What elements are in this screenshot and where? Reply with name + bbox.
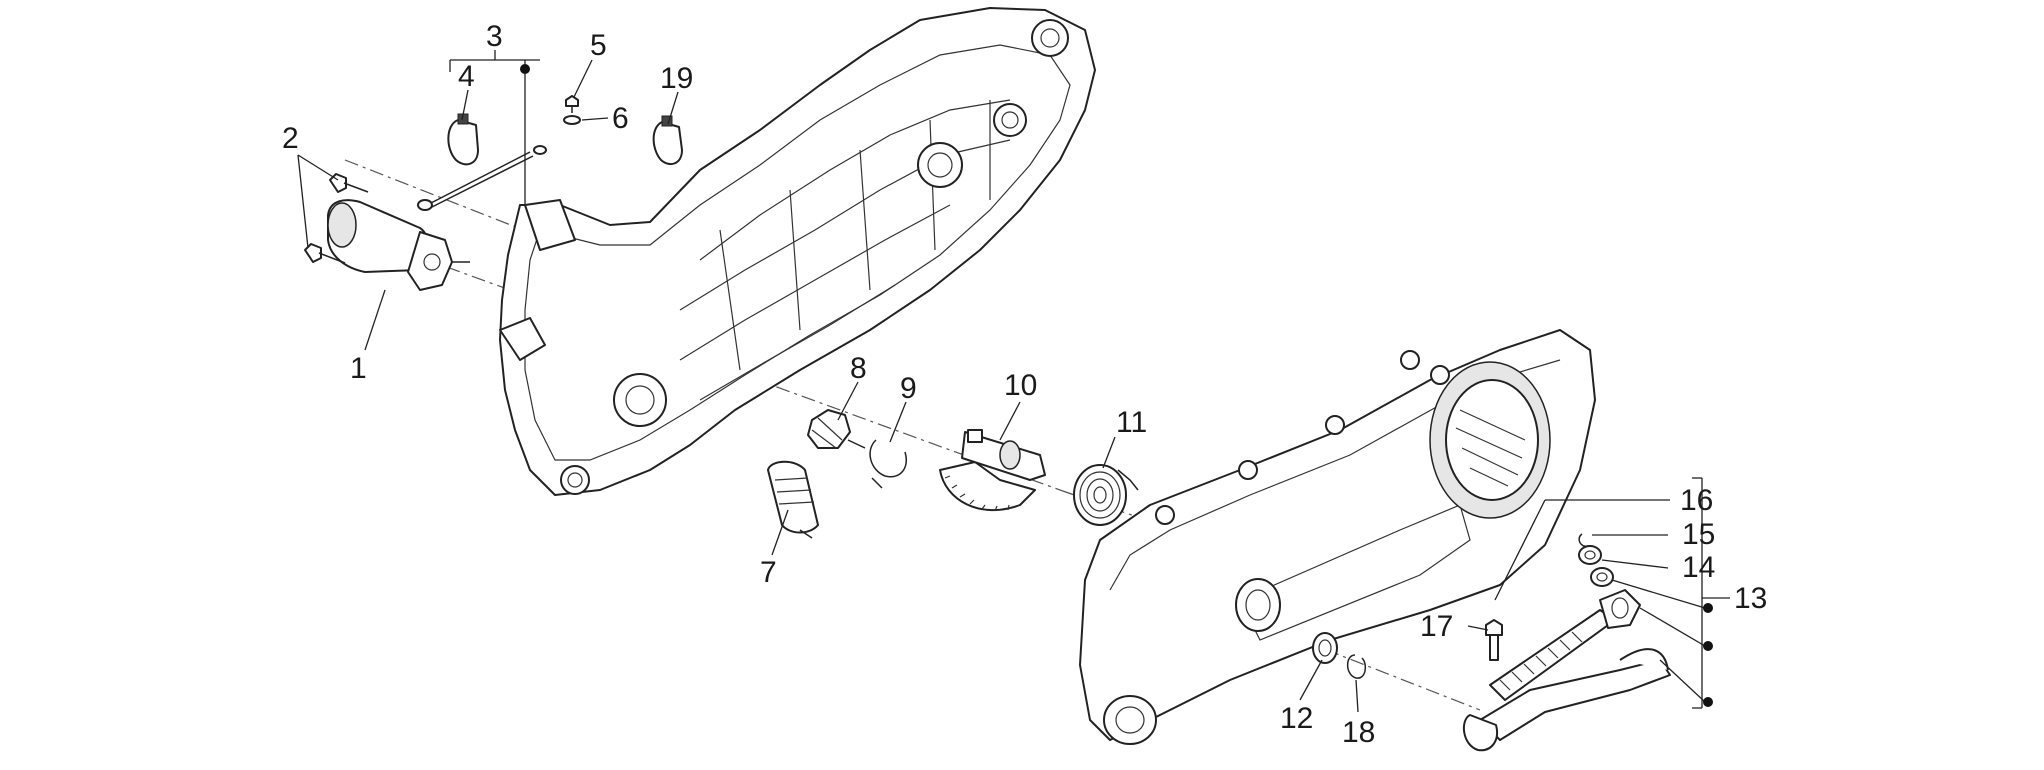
callout-11: 11 [1116,406,1147,439]
bullet-dots [520,64,1713,707]
screw-washer [563,95,581,125]
callout-19: 19 [660,62,693,95]
callout-18: 18 [1342,716,1375,749]
cover-bolt [1485,619,1503,661]
callout-10: 10 [1004,369,1037,402]
starter-bolts [304,173,369,264]
callout-12: 12 [1280,702,1313,735]
callout-3: 3 [486,20,503,53]
callout-17: 17 [1420,610,1453,643]
circlip-18 [1346,654,1367,679]
starter-pinion [767,460,819,539]
callout-5: 5 [590,29,607,62]
kick-sector [939,429,1046,512]
callout-1: 1 [350,352,367,385]
crankcase [499,7,1096,496]
callout-14: 14 [1682,551,1715,584]
starter-cable [417,145,547,211]
return-spring [1073,464,1139,526]
washer-12 [1312,632,1338,664]
callout-8: 8 [850,352,867,385]
callout-2: 2 [282,122,299,155]
drive-gear [807,409,866,449]
washer-14 [1578,545,1614,587]
callout-labels: 1 2 3 4 5 6 7 8 9 10 11 12 13 14 15 16 1… [282,20,1767,749]
callout-4: 4 [458,60,475,93]
cable-clamp-19 [652,115,683,166]
kick-lever [1462,589,1671,752]
cable-clamp [447,113,479,166]
callout-15: 15 [1682,518,1715,551]
leader-lines [297,50,1730,713]
spring-clip [869,439,907,489]
callout-7: 7 [760,556,777,589]
callout-6: 6 [612,102,629,135]
starter-motor [327,199,470,291]
clip-15 [1578,533,1589,547]
transmission-cover [1079,329,1596,745]
callout-16: 16 [1680,484,1713,517]
callout-13: 13 [1734,582,1767,615]
callout-9: 9 [900,372,917,405]
